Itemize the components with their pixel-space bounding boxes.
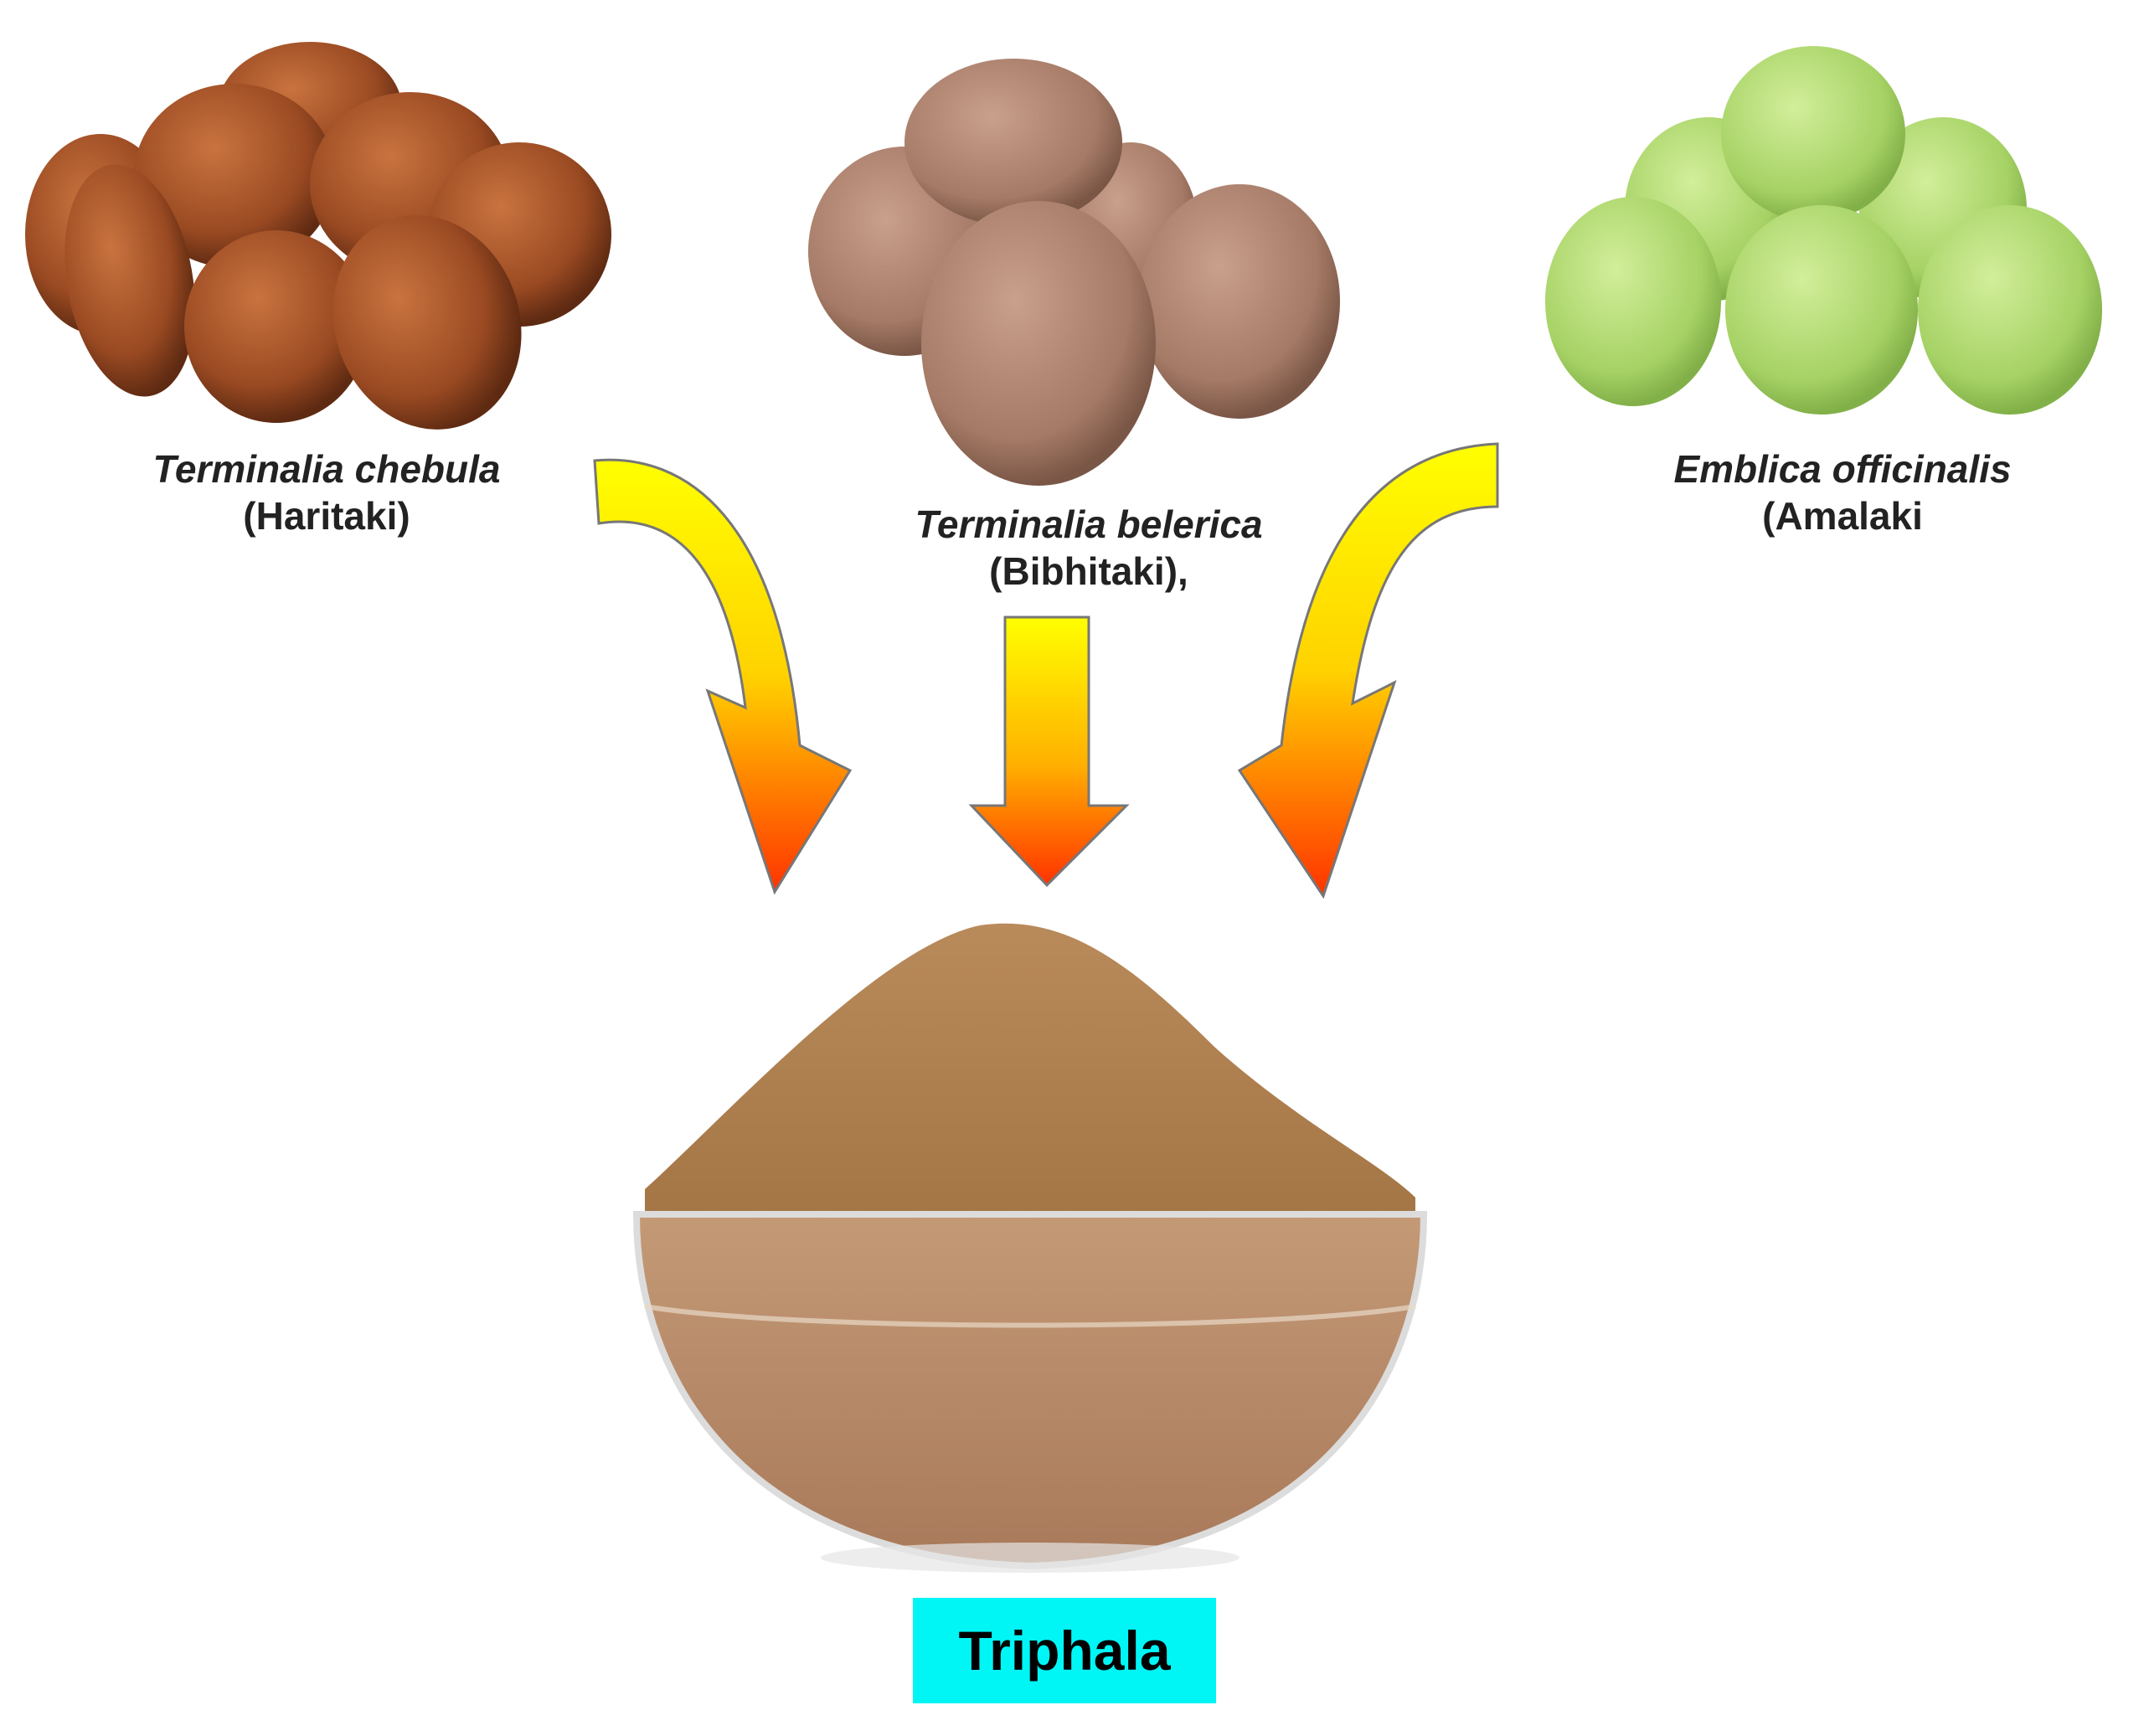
bibhitaki-fruits-image — [808, 59, 1340, 486]
bibhitaki-scientific-name: Terminalia belerica — [915, 502, 1263, 546]
left-curved-arrow-icon — [593, 458, 853, 895]
amalaki-common-name: (Amalaki — [1762, 494, 1923, 538]
triphala-powder-bowl-image — [632, 923, 1428, 1573]
bibhitaki-label: Terminalia belerica (Bibhitaki), — [854, 501, 1323, 595]
haritaki-fruits-image — [25, 42, 611, 430]
amalaki-fruits-image — [1545, 46, 2102, 415]
haritaki-scientific-name: Terminalia chebula — [152, 447, 501, 491]
haritaki-label: Terminalia chebula (Haritaki) — [92, 446, 561, 539]
haritaki-common-name: (Haritaki) — [243, 494, 410, 538]
center-down-arrow-icon — [968, 616, 1130, 888]
amalaki-scientific-name: Emblica officinalis — [1673, 447, 2012, 491]
triphala-label: Triphala — [913, 1598, 1216, 1703]
bibhitaki-common-name: (Bibhitaki), — [989, 549, 1188, 593]
amalaki-label: Emblica officinalis (Amalaki — [1625, 446, 2060, 539]
right-curved-arrow-icon — [1237, 442, 1499, 899]
